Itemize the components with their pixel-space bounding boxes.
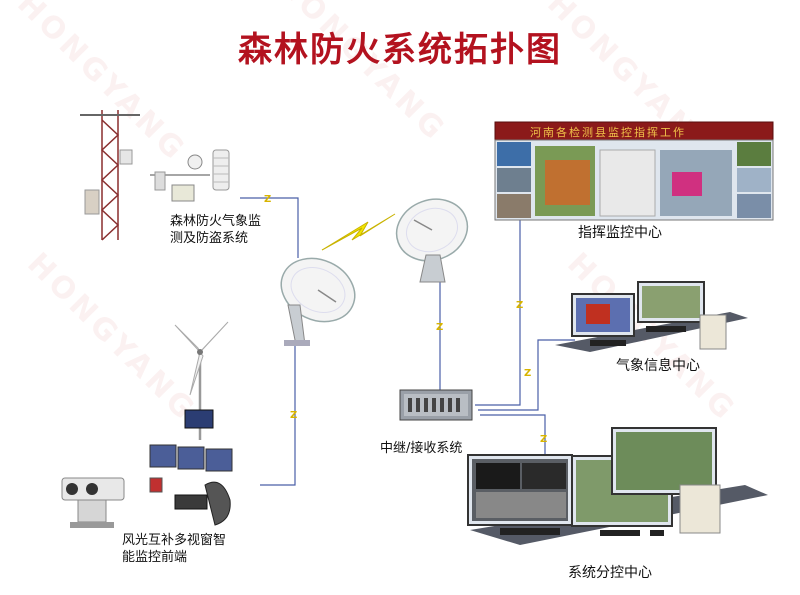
page-title: 森林防火系统拓扑图: [238, 30, 562, 70]
link-marker-icon: Z: [516, 300, 523, 311]
lightning-icon: [321, 213, 396, 251]
link-marker-icon: Z: [524, 368, 531, 379]
connection-lines: [240, 197, 575, 486]
relay-receiver-icon: [399, 389, 473, 421]
link-marker-icon: Z: [540, 434, 547, 445]
link-relay-to-command: [475, 215, 521, 406]
link-relay-to-branch: [480, 414, 546, 455]
wind-solar-front-end-icon: [61, 321, 233, 528]
link-markers: Z Z Z Z Z Z: [264, 194, 547, 445]
front-end-label: 风光互补多视窗智 能监控前端: [122, 533, 227, 565]
branch-center-label: 系统分控中心: [568, 565, 652, 581]
link-marker-icon: Z: [436, 322, 443, 333]
command-banner: 河南各检测县监控指挥工作: [530, 126, 686, 139]
command-center-display: [494, 121, 774, 221]
link-weather-to-dish: [240, 197, 299, 258]
command-center-label: 指挥监控中心: [578, 225, 662, 241]
branch-center-workstation: [467, 427, 768, 545]
link-marker-icon: Z: [290, 410, 297, 421]
weather-station-icon: [80, 110, 230, 241]
weather-info-center-workstation: [555, 281, 748, 352]
weather-station-label: 森林防火气象监 测及防盗系统: [170, 214, 262, 246]
satellite-dish-1-icon: [280, 257, 356, 346]
link-relay-to-weather-center: [478, 339, 575, 411]
link-dish-to-frontend: [260, 345, 296, 486]
link-marker-icon: Z: [264, 194, 271, 205]
satellite-dish-2-icon: [395, 198, 469, 283]
weather-info-center-label: 气象信息中心: [616, 358, 700, 374]
relay-label: 中继/接收系统: [380, 441, 463, 456]
